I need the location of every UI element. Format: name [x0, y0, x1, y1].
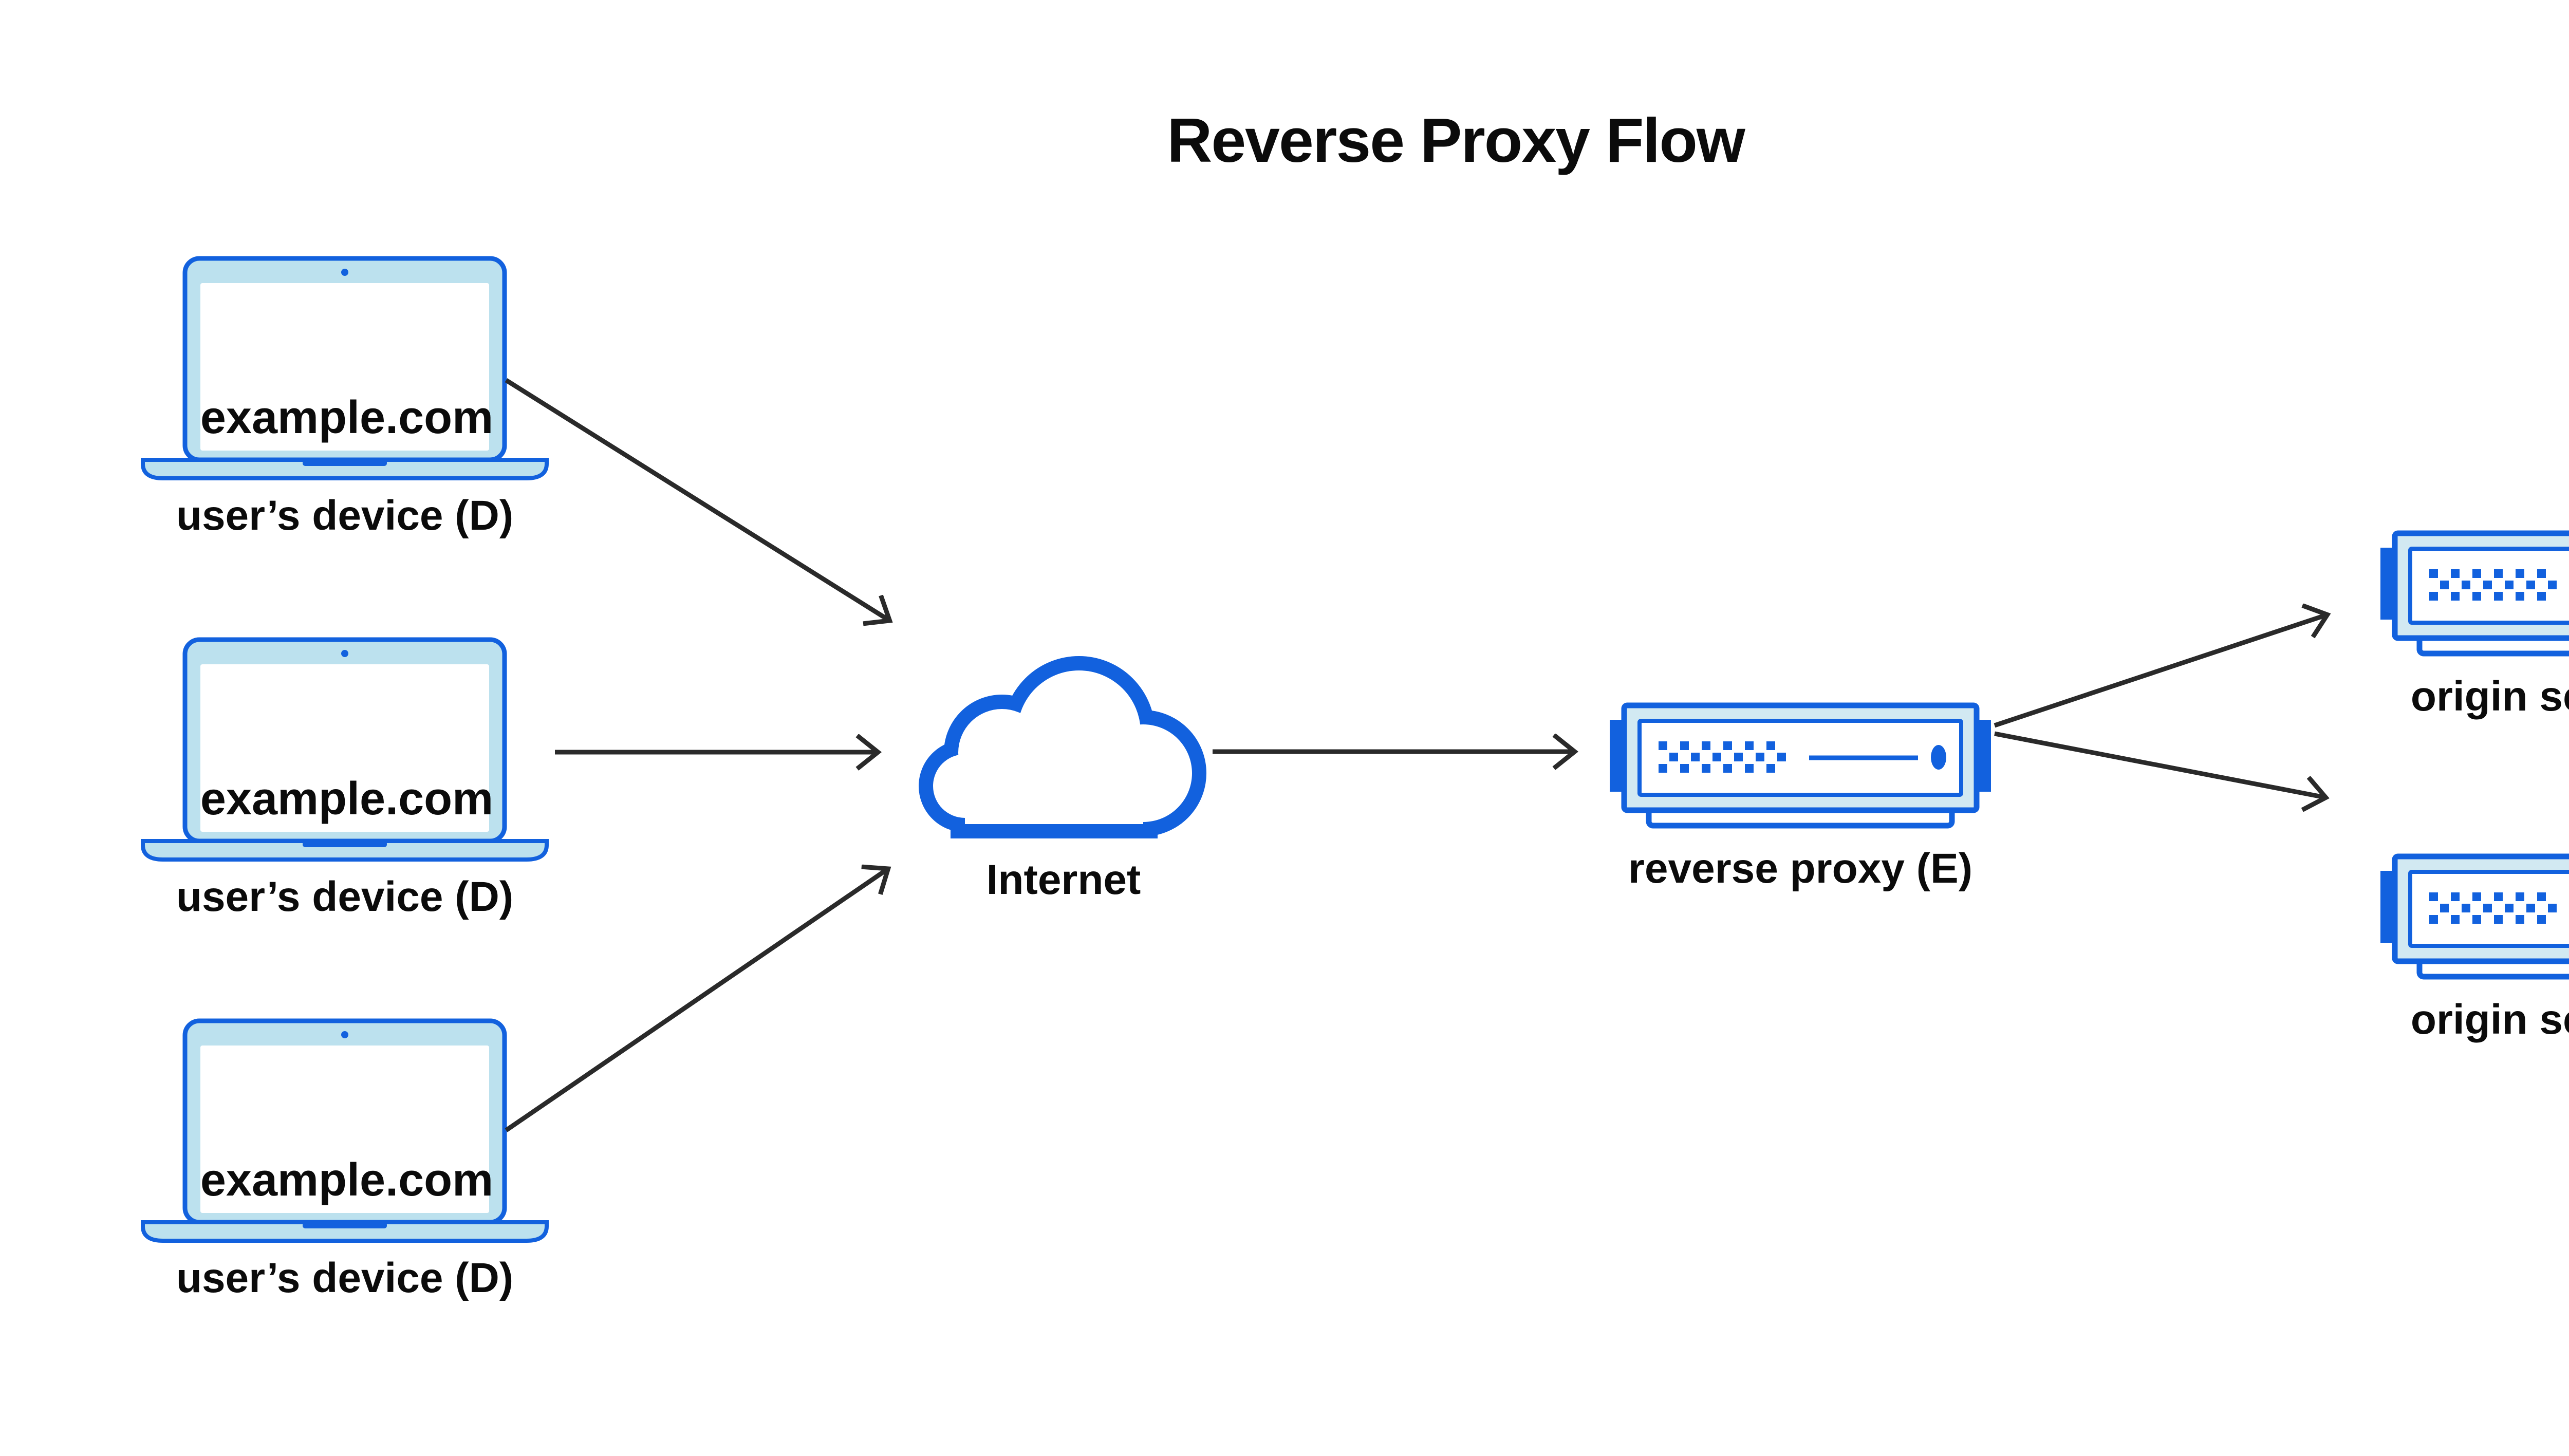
- reverse-proxy-label: reverse proxy (E): [1628, 845, 1973, 892]
- laptop-icon: [143, 640, 547, 860]
- origin-server1-label: origin server (F): [2410, 673, 2569, 720]
- server-icon: [1610, 705, 1991, 826]
- arrow-proxy-origin1: [1994, 615, 2326, 728]
- laptop-icon: [143, 1021, 547, 1241]
- cloud-icon: [919, 656, 1206, 838]
- page-title: Reverse Proxy Flow: [1167, 105, 1745, 175]
- arrow-proxy-origin2: [1994, 731, 2325, 797]
- device1-screen-url: example.com: [200, 392, 494, 443]
- internet-label: Internet: [986, 856, 1141, 903]
- arrow-device1-internet: [505, 378, 889, 620]
- device3-screen-url: example.com: [200, 1154, 494, 1206]
- device3-label: user’s device (D): [176, 1255, 514, 1301]
- server-icon: [2380, 533, 2569, 654]
- arrow-device3-internet: [505, 869, 887, 1132]
- origin-server2-label: origin server (F): [2410, 996, 2569, 1043]
- device2-label: user’s device (D): [176, 873, 514, 920]
- laptop-icon: [143, 258, 547, 478]
- device2-screen-url: example.com: [200, 773, 494, 825]
- device1-label: user’s device (D): [176, 492, 514, 539]
- server-icon: [2380, 856, 2569, 977]
